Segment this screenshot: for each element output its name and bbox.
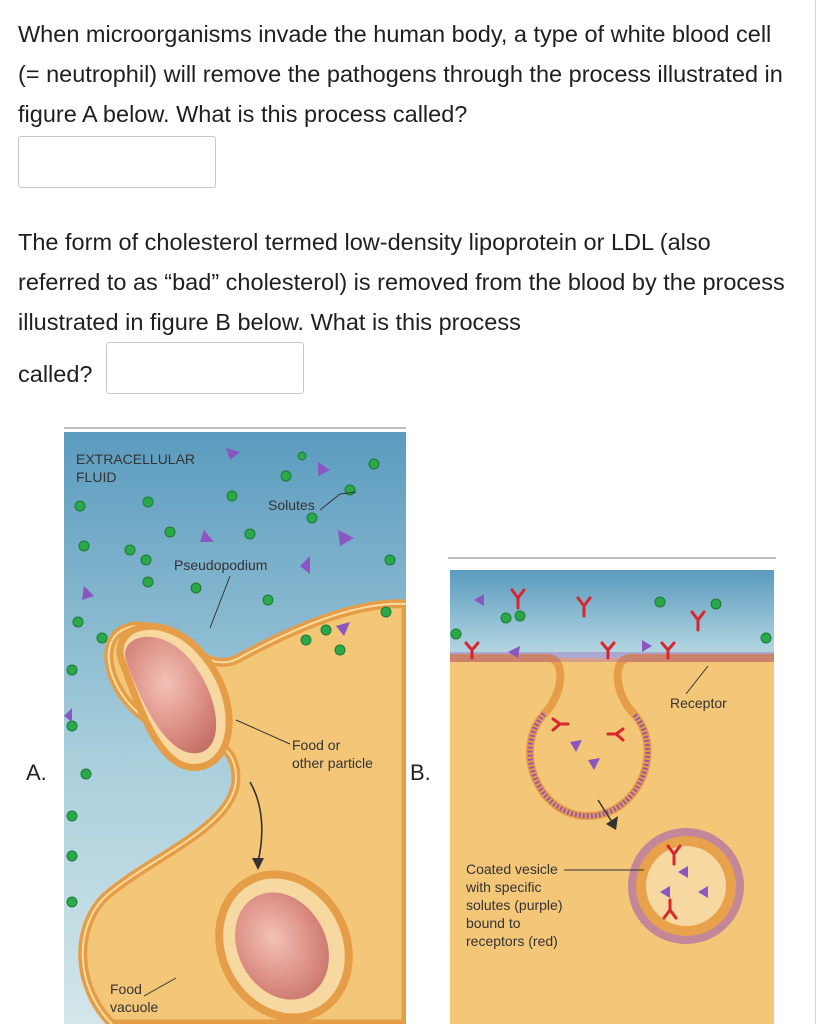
label-food-vacuole: Food	[110, 981, 142, 997]
label-receptor: Receptor	[670, 695, 727, 711]
label-coated-vesicle-4: bound to	[466, 915, 521, 931]
label-coated-vesicle-2: with specific	[465, 879, 541, 895]
label-extracellular-fluid-2: FLUID	[76, 469, 116, 485]
question-2-text-tail: called?	[18, 361, 93, 387]
label-coated-vesicle-1: Coated vesicle	[466, 861, 558, 877]
figure-b-receptor-mediated-endocytosis-illustration: Receptor Coated vesicle with specific so…	[448, 557, 776, 1024]
figure-a-phagocytosis-illustration: EXTRACELLULAR FLUID Solutes Pseudopodium…	[64, 427, 406, 1024]
question-1-answer-input[interactable]	[18, 136, 216, 188]
label-food-particle: Food or	[292, 737, 341, 753]
label-coated-vesicle-3: solutes (purple)	[466, 897, 563, 913]
label-food-particle-2: other particle	[292, 755, 373, 771]
label-solutes: Solutes	[268, 497, 315, 513]
label-coated-vesicle-5: receptors (red)	[466, 933, 558, 949]
figure-a-panel-label: A.	[26, 760, 47, 785]
label-extracellular-fluid: EXTRACELLULAR	[76, 451, 195, 467]
question-2-text: The form of cholesterol termed low-densi…	[18, 229, 785, 335]
question-2-answer-input[interactable]	[106, 342, 304, 394]
label-food-vacuole-2: vacuole	[110, 999, 158, 1015]
label-pseudopodium: Pseudopodium	[174, 557, 267, 573]
question-1-text: When microorganisms invade the human bod…	[18, 21, 783, 127]
figure-b-panel-label: B.	[410, 760, 431, 785]
